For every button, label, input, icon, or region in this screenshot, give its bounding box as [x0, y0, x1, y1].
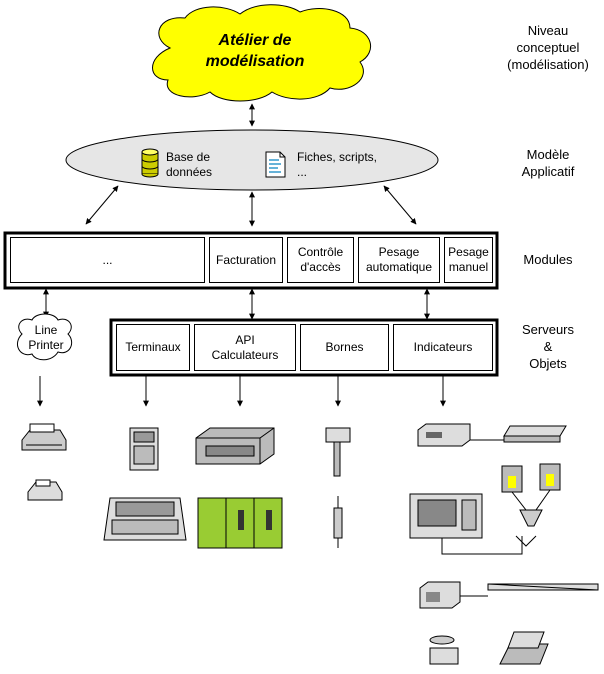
module-pesage-auto-line2: automatique — [365, 260, 433, 274]
level-conceptual-line2: conceptuel — [516, 40, 580, 55]
database-label-line1: Base de — [166, 150, 211, 164]
module-controle-acces[interactable]: Contrôle d'accès — [287, 237, 354, 283]
arrow-applicatif-pesage — [383, 185, 417, 225]
handheld-terminal-icon — [129, 427, 159, 471]
rack-computer-icon — [195, 427, 275, 465]
platform-scale-icon — [503, 425, 567, 443]
server-bornes[interactable]: Bornes — [300, 324, 389, 371]
workshop-cloud — [152, 4, 371, 102]
industrial-terminal-icon — [409, 493, 523, 555]
applicatif-ellipse — [65, 129, 439, 191]
level-conceptual-line1: Niveau — [527, 23, 569, 38]
rail-scale-icon — [487, 583, 599, 591]
module-others[interactable]: ... — [10, 237, 205, 283]
sensor-probe-icon — [333, 496, 343, 548]
workshop-line1: Atélier de — [218, 32, 292, 49]
server-api-line1: API — [235, 332, 255, 347]
weighing-module-icon — [419, 581, 488, 609]
module-pesage-automatique[interactable]: Pesage automatique — [358, 237, 440, 283]
printer-label-line2: Printer — [28, 338, 64, 352]
level-applicatif-line2: Applicatif — [521, 164, 575, 179]
server-api-line2: Calculateurs — [211, 347, 279, 362]
database-icon — [141, 148, 159, 178]
plc-icon — [197, 497, 283, 549]
desktop-terminal-icon — [103, 497, 187, 541]
badge-reader-icon — [325, 427, 351, 477]
level-serveurs-line2: & — [543, 339, 553, 354]
arrow-applicatif-others — [85, 185, 119, 225]
files-label-line2: ... — [297, 165, 308, 179]
server-terminaux[interactable]: Terminaux — [116, 324, 190, 371]
level-serveurs: Serveurs & Objets — [505, 321, 591, 372]
module-controle-line2: d'accès — [300, 260, 341, 274]
counting-scale-icon — [499, 631, 549, 665]
weight-indicator-icon — [417, 423, 504, 447]
printer-cloud — [17, 313, 73, 361]
lab-balance-icon — [429, 635, 459, 665]
workshop-label: Atélier de modélisation — [150, 30, 360, 72]
printer-label: Line Printer — [20, 323, 72, 353]
module-pesage-auto-line1: Pesage — [378, 245, 420, 259]
level-serveurs-line3: Objets — [529, 356, 567, 371]
server-indicateurs[interactable]: Indicateurs — [393, 324, 493, 371]
workshop-line2: modélisation — [205, 53, 305, 70]
files-label-line1: Fiches, scripts, — [297, 150, 378, 164]
module-pesage-manuel[interactable]: Pesage manuel — [444, 237, 493, 283]
small-printer-icon — [27, 479, 63, 501]
module-facturation[interactable]: Facturation — [209, 237, 283, 283]
files-label: Fiches, scripts, ... — [297, 150, 377, 180]
level-conceptual-line3: (modélisation) — [507, 57, 589, 72]
level-serveurs-line1: Serveurs — [521, 322, 575, 337]
level-applicatif: Modèle Applicatif — [492, 146, 604, 180]
printer-icon — [21, 423, 67, 451]
database-label: Base de données — [166, 150, 212, 180]
level-modules: Modules — [523, 252, 573, 267]
module-pesage-manuel-line2: manuel — [448, 260, 489, 274]
module-controle-line1: Contrôle — [297, 245, 344, 259]
server-api-calculateurs[interactable]: API Calculateurs — [194, 324, 296, 371]
silo-icon — [501, 463, 561, 547]
database-label-line2: données — [166, 165, 213, 179]
module-pesage-manuel-line1: Pesage — [448, 245, 489, 259]
printer-label-line1: Line — [34, 323, 58, 337]
document-icon — [265, 151, 286, 178]
level-conceptual: Niveau conceptuel (modélisation) — [492, 22, 604, 73]
level-applicatif-line1: Modèle — [526, 147, 570, 162]
